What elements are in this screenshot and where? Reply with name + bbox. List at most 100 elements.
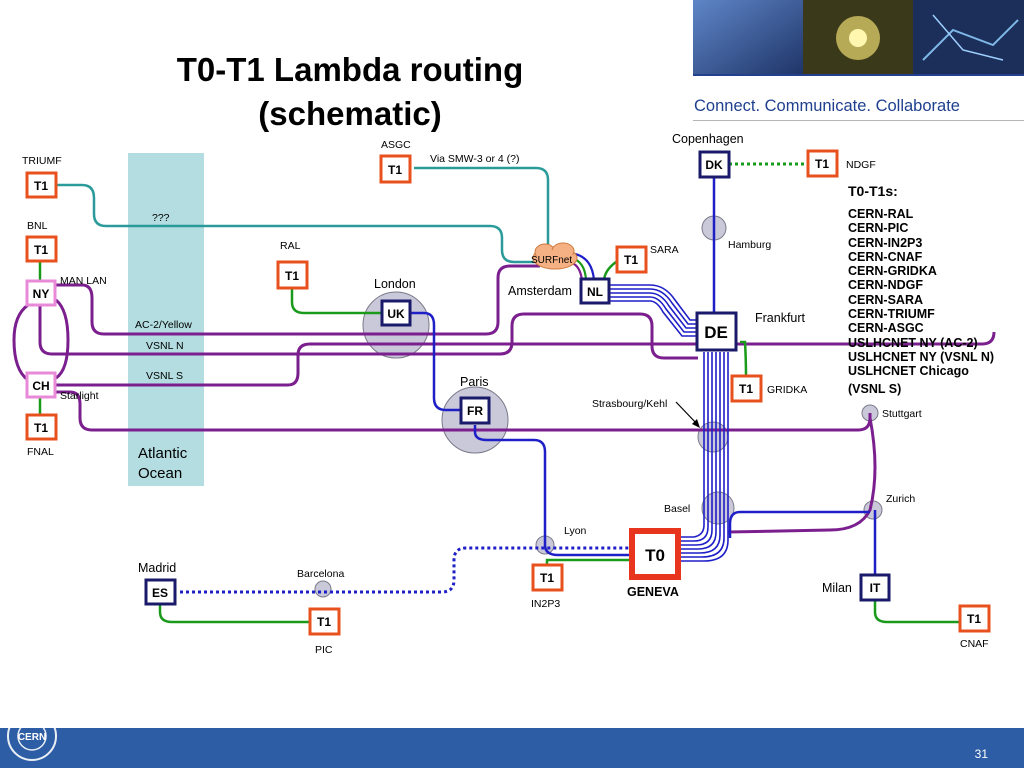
t1-ndgf-box: T1: [806, 149, 839, 178]
t1-list-item: USLHCNET NY (AC-2): [848, 335, 978, 350]
link-vsnl-n: [38, 305, 698, 360]
label-asgc: ASGC: [381, 139, 411, 151]
bundle-nl-de-5: [609, 300, 700, 337]
label-triumf: TRIUMF: [22, 155, 62, 167]
t1-list: CERN-RAL CERN-PIC CERN-IN2P3 CERN-CNAF C…: [848, 207, 994, 396]
t1-list-item: CERN-RAL: [848, 207, 914, 221]
label-stuttgart: Stuttgart: [882, 408, 922, 420]
t1-list-item: CERN-GRIDKA: [848, 264, 937, 279]
title-line-2: (schematic): [258, 95, 442, 132]
t1-pic-label: T1: [317, 615, 331, 629]
t1-sara-box: T1: [615, 245, 648, 274]
surfnet-label: SURFnet: [531, 255, 572, 266]
t1-list-item: USLHCNET Chicago: [848, 364, 969, 379]
label-frankfurt: Frankfurt: [755, 311, 806, 325]
link-ac2: [56, 264, 540, 336]
label-paris: Paris: [460, 375, 488, 389]
strasbourg-arrow: [675, 401, 699, 426]
footer-bar: [0, 728, 1024, 768]
es-node: ES: [144, 578, 177, 606]
de-label: DE: [704, 323, 728, 342]
fr-node: FR: [459, 396, 491, 425]
label-milan: Milan: [822, 581, 852, 595]
t1-asgc-box: T1: [379, 154, 412, 184]
label-ac2: AC-2/Yellow: [135, 319, 192, 331]
label-amsterdam: Amsterdam: [508, 284, 572, 298]
bundle-de-t0-7: [680, 352, 729, 562]
barcelona-circle: [314, 580, 332, 598]
bundle-de-t0-6: [680, 352, 725, 558]
label-gridka: GRIDKA: [767, 384, 807, 396]
t1-list-item: CERN-SARA: [848, 292, 923, 307]
cern-logo-icon: CERN: [7, 711, 57, 761]
uk-label: UK: [387, 307, 405, 321]
t1-triumf-label: T1: [34, 179, 48, 193]
t1-list-item: CERN-ASGC: [848, 321, 924, 336]
label-lyon: Lyon: [564, 525, 587, 537]
bundle-de-t0-1: [680, 352, 705, 538]
svg-text:CERN: CERN: [18, 732, 46, 743]
page-title: T0-T1 Lambda routing (schematic): [100, 48, 600, 136]
surfnet-nl-3: [574, 252, 596, 281]
link-ny-ch: [54, 298, 70, 380]
t1-list-item: CERN-TRIUMF: [848, 307, 935, 322]
t1-in2p3-box: T1: [531, 563, 564, 592]
label-sara: SARA: [650, 244, 679, 256]
label-zurich: Zurich: [886, 493, 915, 505]
uk-node: UK: [380, 299, 412, 327]
strasbourg-arrowhead: [692, 419, 700, 428]
link-in2p3-t0: [545, 558, 630, 565]
label-vsnl-n: VSNL N: [146, 340, 184, 352]
label-pic: PIC: [315, 644, 333, 656]
bundle-nl-de-3: [609, 292, 700, 329]
label-ndgf: NDGF: [846, 159, 876, 171]
t1-fnal-box: T1: [25, 413, 58, 441]
link-gridka-de: [740, 340, 748, 377]
label-copenhagen: Copenhagen: [672, 132, 744, 146]
t1-bnl-label: T1: [34, 243, 48, 257]
label-in2p3: IN2P3: [531, 598, 560, 610]
t1-in2p3-label: T1: [540, 571, 554, 585]
t1-asgc-label: T1: [388, 163, 402, 177]
label-barcelona: Barcelona: [297, 568, 344, 580]
t1-list-title: T0-T1s:: [848, 183, 898, 199]
link-it-cnaf: [873, 600, 960, 624]
t1-list-item: CERN-IN2P3: [848, 235, 923, 250]
link-zurich-geneva: [728, 510, 870, 538]
bundle-de-t0-4: [680, 352, 717, 550]
surfnet-nl-2: [571, 261, 584, 281]
t1-pic-box: T1: [308, 607, 341, 636]
link-triumf: [56, 183, 540, 264]
ocean-label-2: Ocean: [138, 465, 182, 482]
label-cnaf: CNAF: [960, 638, 989, 650]
t1-list-item: USLHCNET NY (VSNL N): [848, 349, 995, 364]
label-vsnl-s: VSNL S: [146, 370, 183, 382]
header-rule: [693, 74, 1024, 76]
lambda-routing-diagram: Atlantic Ocean: [12, 132, 996, 656]
label-man-lan: MAN LAN: [60, 275, 107, 287]
t1-gridka-box: T1: [730, 374, 763, 403]
t1-list-item: (VSNL S): [848, 381, 902, 396]
ocean-label-1: Atlantic: [138, 445, 188, 462]
label-geneva: GENEVA: [627, 585, 679, 599]
dk-node: DK: [698, 150, 731, 179]
t1-list-item: CERN-PIC: [848, 221, 909, 236]
bundle-nl-de-4: [609, 296, 700, 333]
label-london: London: [374, 277, 416, 291]
t1-bnl-box: T1: [25, 235, 58, 263]
link-asgc: [414, 166, 550, 245]
link-uk-fr: [410, 311, 460, 412]
t0-node: T0: [629, 528, 681, 580]
label-strasbourg: Strasbourg/Kehl: [592, 398, 667, 410]
label-basel: Basel: [664, 503, 690, 515]
t1-sara-label: T1: [624, 253, 638, 267]
link-es-pic: [158, 604, 310, 624]
ch-node: CH: [25, 371, 57, 399]
it-label: IT: [870, 581, 881, 595]
it-node: IT: [859, 573, 891, 602]
ny-label: NY: [33, 287, 50, 301]
link-ral-uk: [290, 288, 382, 315]
header-photo-banner: [693, 0, 1024, 74]
link-fnal-stuttgart: [56, 390, 872, 432]
dk-label: DK: [705, 158, 723, 172]
